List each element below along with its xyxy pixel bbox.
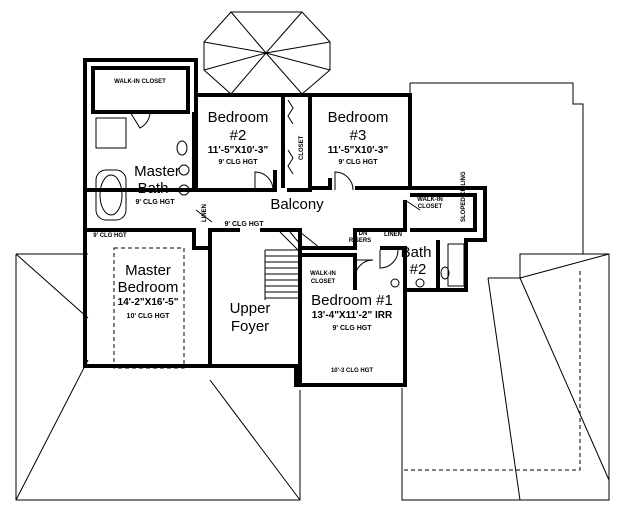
left-roof bbox=[15, 253, 301, 501]
stair-treads bbox=[264, 231, 321, 300]
fixtures bbox=[95, 117, 465, 288]
toilet-2 bbox=[440, 266, 450, 280]
door-walkin bbox=[129, 111, 151, 129]
bath2-a: Bath bbox=[401, 244, 432, 261]
toilet bbox=[176, 140, 188, 156]
bedroom3-title-a: Bedroom bbox=[328, 109, 389, 126]
sloped-ceiling: SLOPED CEILING bbox=[461, 171, 467, 222]
upper-foyer-b: Foyer bbox=[231, 318, 269, 335]
door-bath2 bbox=[379, 249, 399, 269]
door-bed2 bbox=[254, 171, 274, 191]
master-bath-b: Bath bbox=[138, 180, 169, 197]
door-bed1 bbox=[354, 259, 374, 279]
walkin-closet-top-label: WALK-IN CLOSET bbox=[114, 79, 166, 85]
balcony-clg: 9' CLG HGT bbox=[225, 221, 265, 228]
master-bath-a: Master bbox=[134, 163, 180, 180]
bath2-wall bbox=[380, 240, 440, 290]
master-bed-clg: 10' CLG HGT bbox=[127, 313, 171, 320]
bedroom3-title-b: #3 bbox=[350, 127, 367, 144]
bedroom1-title: Bedroom #1 bbox=[311, 292, 393, 309]
bed1-wall bbox=[298, 253, 357, 385]
walkin-closet-right-label: CLOSET bbox=[418, 204, 443, 210]
stairs bbox=[264, 231, 321, 300]
bay-roof bbox=[203, 11, 331, 95]
closet-label: CLOSET bbox=[299, 135, 305, 160]
closet-bifold bbox=[287, 99, 294, 175]
doors bbox=[129, 99, 421, 279]
door-bed3 bbox=[334, 171, 354, 191]
risers-label: RISERS bbox=[349, 238, 371, 244]
tub-inner bbox=[99, 174, 123, 216]
master-bed-a: Master bbox=[125, 262, 171, 279]
bedroom1-clg-low: 10'-3 CLG HGT bbox=[331, 368, 373, 374]
walls bbox=[83, 58, 487, 387]
bedroom2-clg: 9' CLG HGT bbox=[219, 159, 259, 166]
walkin-closet-right-a: WALK-IN bbox=[417, 197, 443, 203]
walkin-closet-mid-label: CLOSET bbox=[311, 279, 336, 285]
bedroom2-title-a: Bedroom bbox=[208, 109, 269, 126]
linen-left: LINEN bbox=[202, 204, 208, 222]
bedroom2-title-b: #2 bbox=[230, 127, 247, 144]
dn-label: DN bbox=[359, 231, 368, 237]
walkin-right bbox=[410, 193, 477, 232]
tub-2 bbox=[447, 243, 465, 287]
bedroom1-dims: 13'-4"X11'-2" IRR bbox=[312, 310, 393, 321]
balcony-label: Balcony bbox=[270, 196, 324, 213]
bedroom2-dims: 11'-5"X10'-3" bbox=[208, 145, 269, 156]
sink-4 bbox=[415, 278, 425, 288]
door-walkin-right bbox=[404, 199, 421, 211]
master-clg-top: 9' CLG HGT bbox=[93, 233, 127, 239]
balcony-lower bbox=[208, 200, 407, 290]
upper-foyer-a: Upper bbox=[230, 300, 271, 317]
bathtub bbox=[95, 169, 127, 221]
linen-right: LINEN bbox=[384, 232, 402, 238]
walkin-closet-mid-a: WALK-IN bbox=[310, 271, 336, 277]
closet-wall bbox=[281, 97, 410, 190]
bedroom3-clg: 9' CLG HGT bbox=[339, 159, 379, 166]
master-bath-clg: 9' CLG HGT bbox=[136, 199, 176, 206]
master-bed-wall bbox=[83, 230, 210, 368]
master-bed-dims: 14'-2"X16'-5" bbox=[118, 297, 179, 308]
bedroom3-dims: 11'-5"X10'-3" bbox=[328, 145, 389, 156]
shower bbox=[95, 117, 127, 149]
master-bed-b: Bedroom bbox=[118, 279, 179, 296]
bath2-b: #2 bbox=[410, 261, 427, 278]
sink-2 bbox=[178, 184, 190, 196]
door-linen bbox=[195, 209, 213, 223]
walkin-top bbox=[91, 66, 190, 114]
bedroom1-clg: 9' CLG HGT bbox=[333, 325, 373, 332]
sink-3 bbox=[390, 278, 400, 288]
sink-1 bbox=[178, 164, 190, 176]
